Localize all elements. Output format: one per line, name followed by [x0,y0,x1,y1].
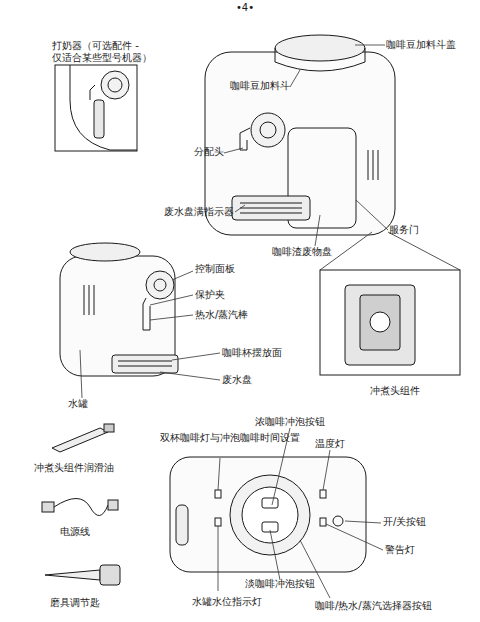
part-label: 冲煮头组件 [370,385,450,397]
frother-sleeve [94,100,104,138]
leader-lines [80,45,388,598]
control-knob [251,113,285,147]
brew-group-core [360,295,400,350]
adjust-key-shaft [45,570,100,580]
part-label: 咖啡豆加料斗盖 [386,39,476,51]
knob-inner [108,78,122,92]
warning-lamp [320,518,326,526]
part-label: 废水盘满指示器 [150,206,234,218]
leader-line [172,353,220,360]
part-label: 打奶器（可选配件 - 仅适合某些型号机器） [52,40,158,64]
tray-grill [118,361,172,366]
part-label: 双杯咖啡灯与冲泡咖啡时间设置 [160,432,276,444]
inset-frame [320,270,460,375]
hopper [275,48,365,71]
water-level-lamp [215,518,221,526]
selector-knob [242,487,298,543]
lubricant-tube [52,428,108,452]
leader-line [323,450,330,490]
plug [42,502,54,512]
part-label: 咖啡杯摆放面 [222,347,302,359]
connector [108,500,118,510]
leader-line [218,458,220,490]
drip-tray [112,355,178,373]
leader-line [150,295,193,305]
leader-line [218,526,219,591]
part-label: 水罐水位指示灯 [192,596,246,608]
part-label: 警告灯 [385,544,435,556]
side-vents [84,285,94,315]
leader-line [326,524,383,550]
leader-line [355,45,385,46]
part-label: 热水/蒸汽棒 [195,309,275,321]
part-label: 服务门 [389,224,439,236]
leader-line [150,315,193,320]
power-cord [54,499,108,516]
leader-line [315,215,320,246]
leader-line [235,205,245,212]
leader-line [160,372,220,380]
part-label: 温度灯 [315,438,365,450]
leader-line [290,70,300,87]
page-number: •4• [225,2,265,14]
tray-grill [240,203,302,213]
inset-frame [55,65,137,151]
part-label: 咖啡/热水/蒸汽选择器按钮 [315,600,465,612]
brew-group-gear [370,312,390,332]
part-label: 磨具调节匙 [50,597,120,609]
part-label: 电源线 [60,526,110,538]
control-knob-inner [260,122,276,138]
leader-line [172,271,193,280]
hopper-lid [70,243,140,261]
steam-wand [240,128,250,150]
inset-connector [320,232,460,270]
part-label: 咖啡渣废物盘 [272,246,352,258]
tube-cap [104,424,114,432]
hopper-lid [275,35,365,61]
part-label: 分配头 [186,146,224,158]
part-label: 保护夹 [195,289,245,301]
control-knob-inner [154,279,166,291]
power-button [333,516,343,526]
leader-line [270,530,280,580]
steam-wand [143,298,150,330]
frother-pipe [90,85,95,100]
part-label: 咖啡豆加料斗 [218,80,290,92]
brew-group [345,285,415,365]
part-label: 水罐 [68,398,108,410]
part-label: 控制面板 [195,263,255,275]
temperature-lamp [320,490,326,498]
part-label: 冲煮头组件润滑油 [34,462,134,474]
drip-tray [232,196,310,220]
machine-edge [70,65,137,150]
double-cup-lamp [215,490,221,498]
adjust-key-handle [100,565,120,585]
control-knob [146,271,174,299]
leader-line [356,200,388,230]
strong-button [262,498,278,508]
knob [101,71,129,99]
leader-line [345,521,381,523]
part-label: 废水盘 [222,374,272,386]
side-vents [368,150,378,180]
control-panel [170,457,366,572]
leader-line [300,540,330,598]
part-label: 淡咖啡冲泡按钮 [245,578,345,590]
leader-line [80,350,82,398]
leader-line [224,148,243,153]
wand-base [176,505,188,545]
part-label: 浓咖啡冲泡按钮 [255,416,355,428]
part-label: 开/关按钮 [383,516,453,528]
selector-ring [230,475,310,555]
